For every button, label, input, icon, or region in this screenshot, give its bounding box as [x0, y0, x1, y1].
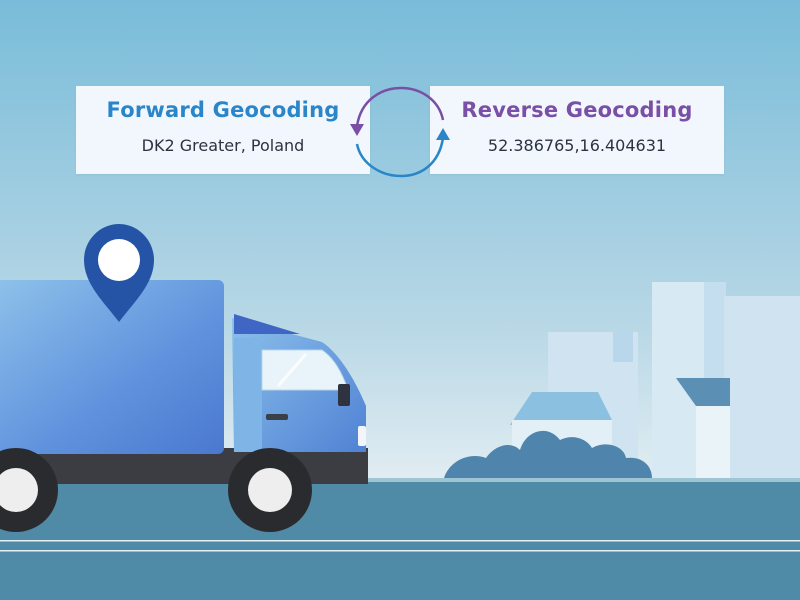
location-pin-icon: [84, 224, 154, 322]
truck-bumper: [300, 454, 368, 482]
truck-cab-roof: [234, 314, 300, 334]
bushes: [444, 430, 652, 478]
truck-door-handle: [266, 414, 288, 420]
road-line: [0, 540, 800, 542]
road-line: [0, 550, 800, 552]
reverse-geocoding-card: Reverse Geocoding 52.386765,16.404631: [430, 86, 724, 174]
forward-geocoding-title: Forward Geocoding: [106, 98, 340, 122]
forward-geocoding-address: DK2 Greater, Poland: [141, 136, 305, 155]
reverse-geocoding-coordinates: 52.386765,16.404631: [487, 136, 667, 155]
truck-headlight: [358, 426, 366, 446]
truck-cab-door: [234, 338, 262, 452]
delivery-truck: [0, 280, 368, 532]
reverse-geocoding-title: Reverse Geocoding: [461, 98, 693, 122]
truck-cargo-box: [0, 280, 224, 454]
cycle-arrows-icon: [350, 86, 450, 178]
truck-rear-wheel: [0, 448, 58, 532]
truck-front-wheel: [228, 448, 312, 532]
forward-geocoding-card: Forward Geocoding DK2 Greater, Poland: [76, 86, 370, 174]
truck-side-mirror: [338, 384, 350, 406]
